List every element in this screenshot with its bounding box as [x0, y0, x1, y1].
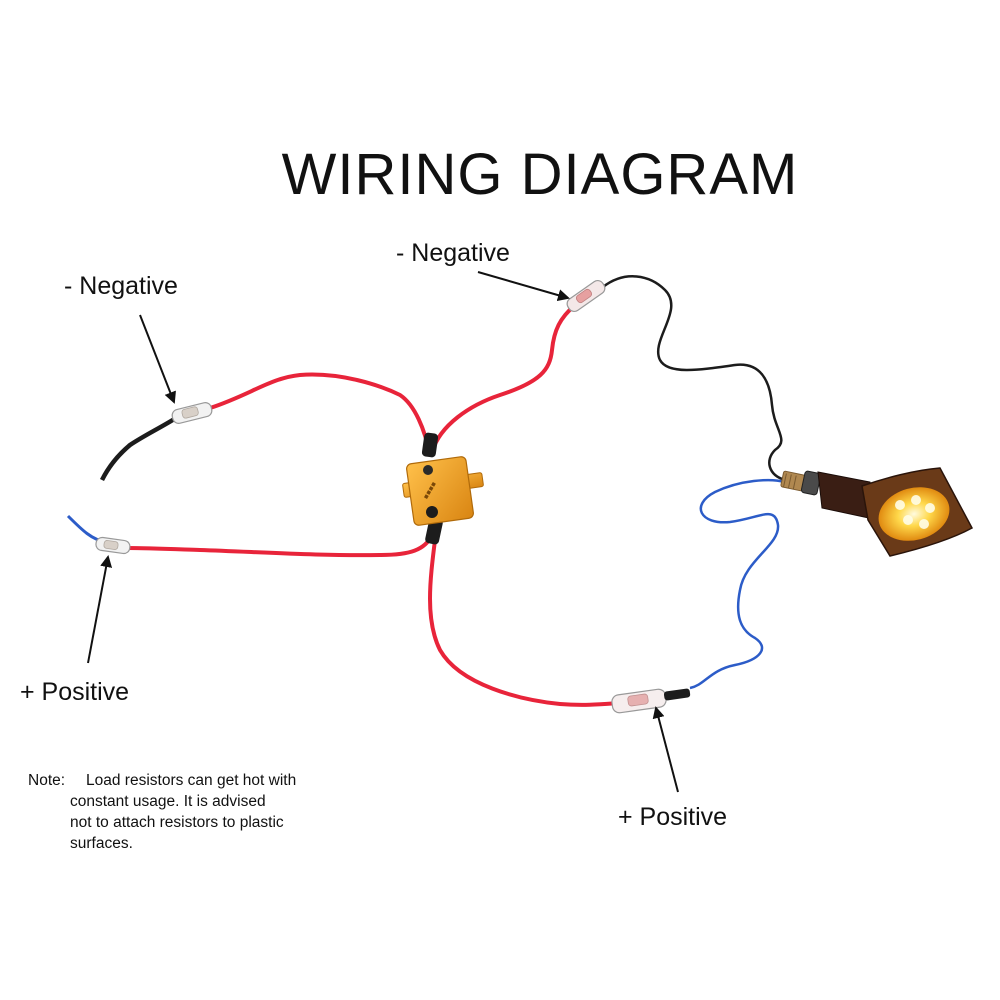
red-wire-lower-right [428, 539, 621, 707]
connector-negative-top [566, 279, 606, 313]
note-line: not to attach resistors to plastic [70, 814, 284, 831]
connector-positive-left [95, 536, 131, 555]
black-wire-lamp [602, 275, 786, 482]
note-line: Load resistors can get hot with [86, 772, 297, 789]
note-text: Load resistors can get hot with constant… [70, 770, 358, 854]
note-line: surfaces. [70, 835, 133, 852]
arrow-positive-left [87, 555, 113, 664]
label-negative-left: - Negative [64, 272, 178, 300]
connector-negative-left [171, 402, 213, 424]
note-line: constant usage. It is advised [70, 793, 266, 810]
red-wire-upper-right [430, 303, 577, 453]
black-wire-left [99, 416, 178, 482]
arrow-negative-top [477, 271, 570, 301]
red-wire-upper-left [209, 372, 432, 456]
label-negative-top: - Negative [396, 239, 510, 267]
note-label: Note: [28, 772, 66, 789]
connector-positive-bottom [611, 688, 691, 714]
label-positive-bottom: + Positive [618, 803, 728, 831]
led-indicator-lamp [780, 467, 974, 557]
blue-wire-lamp [689, 478, 786, 690]
diagram-title: WIRING DIAGRAM [281, 142, 799, 207]
load-resistor: ▪▪▪▪ [402, 456, 484, 526]
arrow-negative-left [139, 314, 176, 404]
arrow-positive-bottom [652, 706, 679, 793]
red-wire-lower-left [124, 534, 434, 558]
heatshrink-top [421, 432, 439, 458]
label-positive-left: + Positive [20, 678, 130, 706]
